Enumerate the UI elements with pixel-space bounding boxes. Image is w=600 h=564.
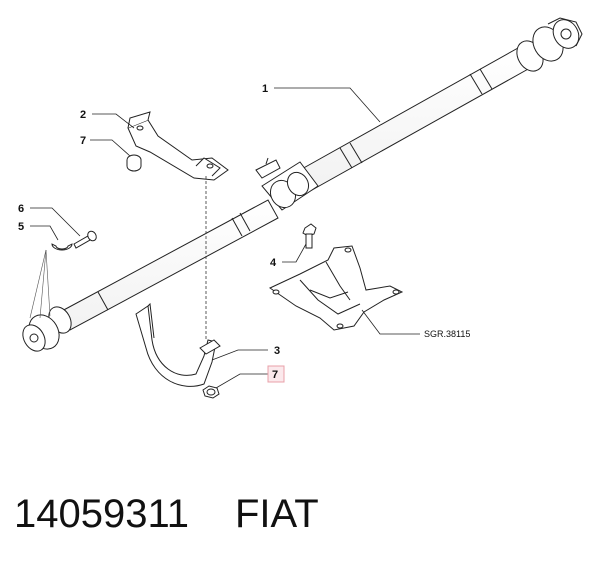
exploded-parts-diagram: 1 2 7 6 5 4 3 7 SGR.38115 xyxy=(18,17,583,399)
nut-lower xyxy=(202,385,220,399)
reference-code: SGR.38115 xyxy=(424,329,470,339)
callout-2: 2 xyxy=(80,109,86,121)
callout-5: 5 xyxy=(18,221,24,233)
upper-bracket xyxy=(127,111,229,181)
callout-4: 4 xyxy=(270,257,277,269)
drive-shaft xyxy=(22,17,583,352)
part-footer: 14059311 FIAT xyxy=(14,492,319,537)
callout-3: 3 xyxy=(274,345,280,357)
callout-7-upper: 7 xyxy=(80,135,86,147)
clip-5 xyxy=(51,243,73,251)
nut-upper xyxy=(126,154,142,172)
brand-name: FIAT xyxy=(235,492,319,536)
callout-7-lower[interactable]: 7 xyxy=(272,369,278,381)
callout-6: 6 xyxy=(18,203,24,215)
leader-lines xyxy=(30,87,420,389)
strap-bracket xyxy=(135,302,221,387)
bolt-6 xyxy=(73,230,97,249)
callout-1: 1 xyxy=(262,83,268,95)
bolt-4 xyxy=(302,223,317,249)
pointer-lines-front xyxy=(29,249,51,319)
part-number: 14059311 xyxy=(14,492,189,536)
highlight-box xyxy=(267,365,285,383)
crossmember-support xyxy=(268,245,404,331)
